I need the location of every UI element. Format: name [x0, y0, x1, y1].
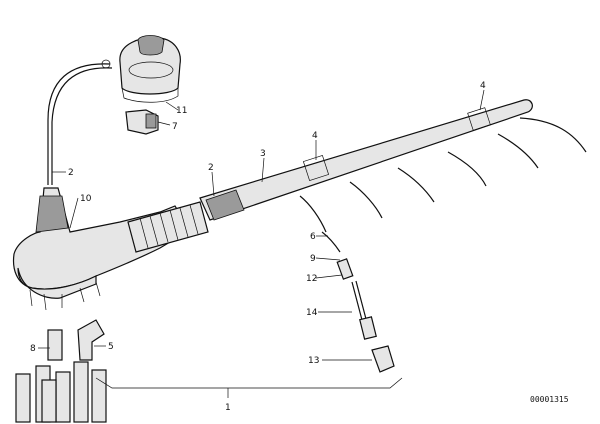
- callout-1: 1: [225, 403, 231, 413]
- coil-cap: [119, 35, 181, 103]
- set-bracket: [95, 377, 403, 389]
- callout-12: 12: [306, 274, 317, 284]
- distributor-towers: [15, 361, 107, 423]
- leader-lines: [38, 89, 485, 361]
- callout-5: 5: [108, 342, 114, 352]
- callout-14: 14: [306, 308, 318, 318]
- coil-lead-wire: [47, 59, 113, 185]
- distributor-cap: [12, 187, 191, 311]
- callout-11: 11: [176, 106, 187, 116]
- callout-3: 3: [260, 149, 266, 159]
- callout-2-mid: 2: [208, 163, 214, 173]
- callout-13: 13: [308, 356, 319, 366]
- callout-6: 6: [310, 232, 316, 242]
- drawing-number: 00001315: [530, 395, 569, 404]
- protective-boot: [127, 201, 209, 253]
- callout-4-right: 4: [480, 81, 486, 91]
- callout-4-mid: 4: [312, 131, 318, 141]
- plug-connectors-loose: [47, 319, 105, 361]
- spark-plug-leads: [299, 117, 587, 233]
- coil-connector-part: [125, 109, 159, 135]
- callout-10: 10: [80, 194, 92, 204]
- ignition-lead-tube: [199, 99, 533, 221]
- callout-7: 7: [172, 122, 178, 132]
- plug-terminal-assembly: [321, 231, 395, 373]
- callout-8: 8: [30, 344, 36, 354]
- callout-9: 9: [310, 254, 316, 264]
- callout-2-top: 2: [68, 168, 74, 178]
